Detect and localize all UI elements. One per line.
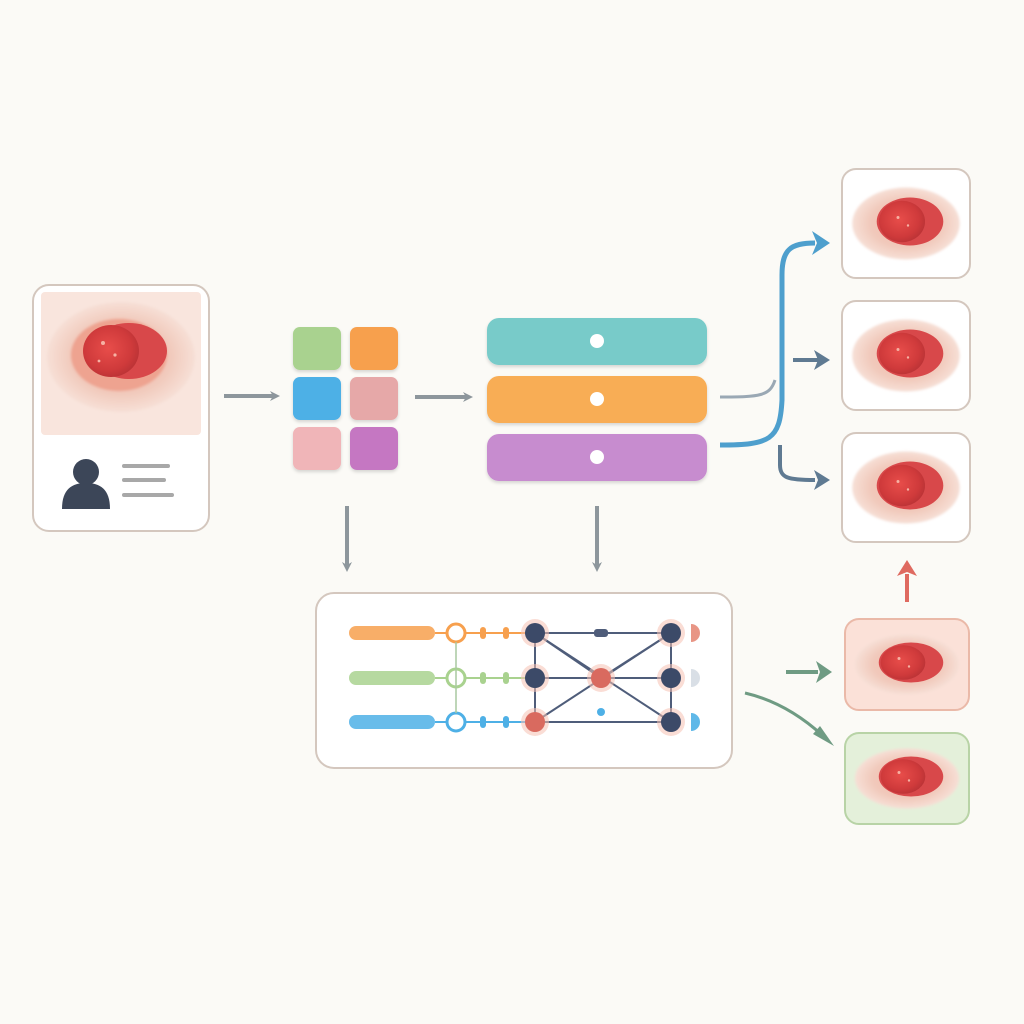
output-card-outcome-green bbox=[844, 732, 970, 825]
feature-tile-blue bbox=[293, 377, 341, 420]
graph-input-node bbox=[445, 711, 467, 733]
graph-edge-marker bbox=[594, 629, 608, 637]
embedding-bars bbox=[487, 318, 707, 481]
wound-image-icon bbox=[854, 634, 960, 695]
graph-node bbox=[525, 712, 545, 732]
person-icon bbox=[62, 459, 110, 509]
graph-tick bbox=[480, 627, 486, 639]
patient-info-lines bbox=[122, 464, 174, 497]
wound-image-icon bbox=[854, 748, 960, 809]
graph-output-stub bbox=[691, 669, 700, 687]
embedding-bar-dot bbox=[590, 450, 604, 464]
graph-input-bar-green bbox=[349, 671, 435, 685]
feature-tile-orange bbox=[350, 327, 398, 370]
feature-tile-rose bbox=[350, 377, 398, 420]
patient-card bbox=[32, 284, 210, 532]
wound-image-icon bbox=[852, 451, 960, 524]
graph-output-stub bbox=[691, 713, 700, 731]
wound-image-icon bbox=[852, 187, 960, 260]
output-card-prediction-3 bbox=[841, 432, 971, 543]
graph-edge-marker bbox=[597, 708, 605, 716]
arrow-head-outcome-red bbox=[816, 661, 832, 683]
output-card-prediction-1 bbox=[841, 168, 971, 279]
feature-tiles bbox=[293, 327, 398, 470]
graph-node bbox=[661, 712, 681, 732]
arrow-branch-steel-bottom bbox=[778, 445, 816, 482]
output-branch-arrows bbox=[719, 231, 917, 746]
output-card-prediction-2 bbox=[841, 300, 971, 411]
feature-tile-purple bbox=[350, 427, 398, 470]
graph-node bbox=[525, 668, 545, 688]
output-cards bbox=[841, 168, 971, 825]
arrow-head-up-red bbox=[897, 560, 917, 576]
embedding-bar-dot bbox=[590, 392, 604, 406]
wound-image-icon bbox=[47, 302, 195, 412]
graph-input-bar-orange bbox=[349, 626, 435, 640]
output-card-outcome-red bbox=[844, 618, 970, 711]
graph-tick bbox=[503, 716, 509, 728]
graph-node bbox=[661, 623, 681, 643]
arrow-to-outcome-green bbox=[744, 691, 824, 737]
graph-node bbox=[661, 668, 681, 688]
arrow-head-mid bbox=[814, 350, 830, 370]
wound-image-icon bbox=[852, 319, 960, 392]
graph-node bbox=[525, 623, 545, 643]
graph-output-stub bbox=[691, 624, 700, 642]
graph-tick bbox=[503, 627, 509, 639]
graph-input-bar-blue bbox=[349, 715, 435, 729]
graph-tick bbox=[480, 716, 486, 728]
arrow-branch-steel-top bbox=[719, 379, 777, 399]
arrow-head-top bbox=[812, 231, 830, 255]
graph-tick bbox=[503, 672, 509, 684]
embedding-bar-dot bbox=[590, 334, 604, 348]
feature-tile-green bbox=[293, 327, 341, 370]
feature-tile-pink bbox=[293, 427, 341, 470]
arrow-branch-blue bbox=[719, 240, 816, 448]
graph-network bbox=[349, 619, 700, 736]
arrow-head-outcome-green bbox=[813, 726, 834, 746]
graph-node bbox=[591, 668, 611, 688]
graph-input-node bbox=[445, 622, 467, 644]
graph-panel bbox=[315, 592, 733, 769]
graph-tick bbox=[480, 672, 486, 684]
arrow-head-bottom bbox=[814, 470, 830, 490]
